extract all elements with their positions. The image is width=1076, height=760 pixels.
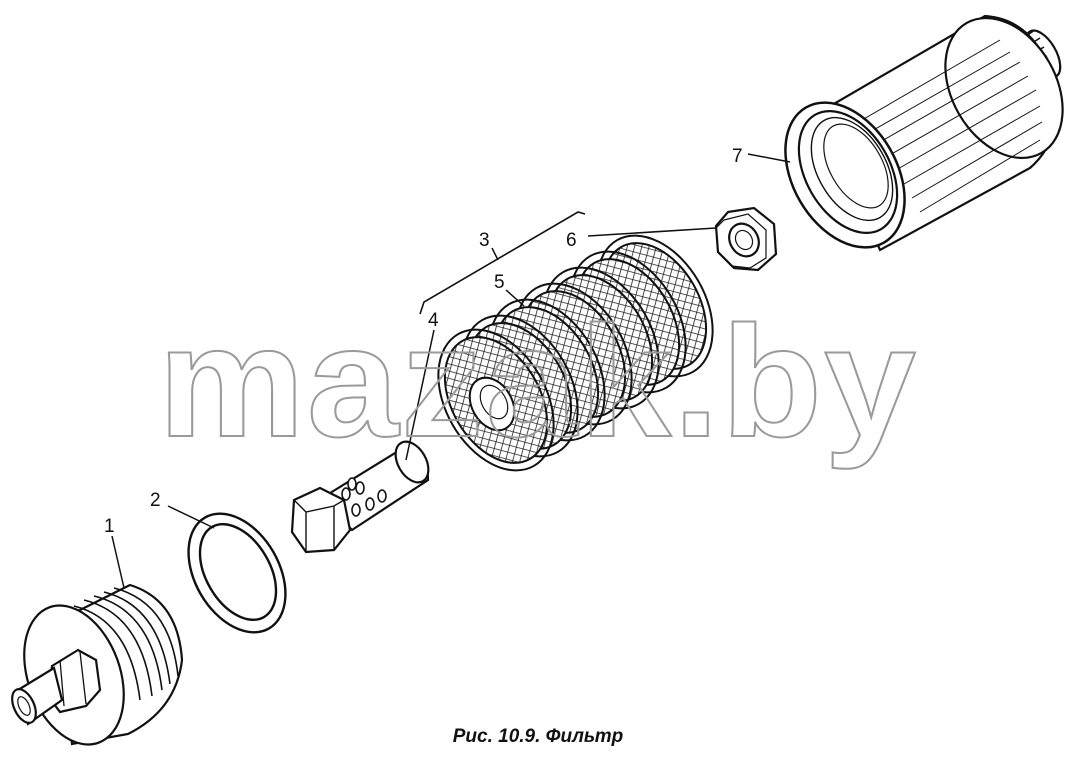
leader-line-1: [111, 535, 125, 589]
figure-caption: Рис. 10.9. Фильтр: [452, 726, 624, 747]
callout-2: 2: [150, 490, 161, 511]
filter-cup-icon: [784, 14, 1064, 252]
filter-element-bracket: [419, 211, 586, 315]
nut-icon: [714, 206, 778, 272]
callout-4: 4: [428, 310, 439, 331]
mesh-filter-discs-icon: [437, 234, 714, 472]
leader-line-2: [167, 505, 215, 529]
callout-1: 1: [104, 516, 115, 537]
leader-line-5: [505, 289, 525, 307]
leader-line-4: [405, 329, 435, 461]
hollow-bolt-icon: [290, 440, 430, 554]
callout-7: 7: [732, 146, 743, 167]
callout-5: 5: [494, 272, 505, 293]
leader-line-6: [587, 227, 717, 237]
leader-line-3: [491, 247, 499, 261]
sealing-ring-icon: [187, 512, 287, 634]
leader-line-7: [747, 153, 791, 163]
callout-6: 6: [566, 230, 577, 251]
callout-3: 3: [479, 230, 490, 251]
housing-cover-icon: [11, 583, 184, 746]
watermark-text: mazak.by: [158, 294, 918, 470]
